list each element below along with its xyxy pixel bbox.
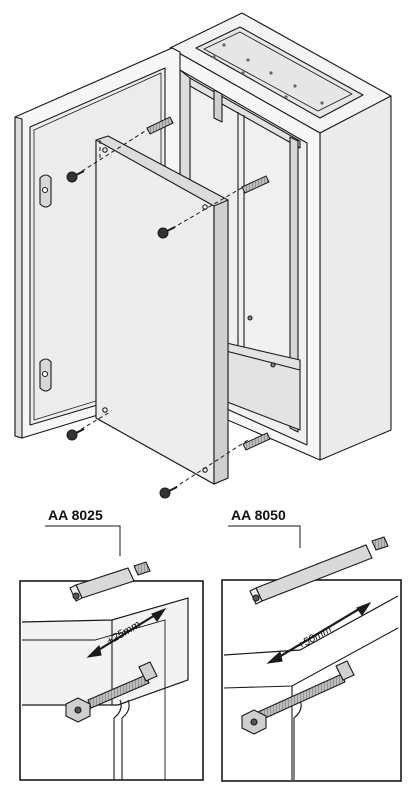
- mounting-plate: [95, 135, 229, 485]
- vent-screws: [212, 43, 324, 105]
- assembly-guide-lines: [74, 127, 249, 493]
- enclosure-illustration: [14, 12, 392, 485]
- mounting-screws: [66, 170, 178, 499]
- vent-cover: [195, 26, 364, 119]
- label-left-part: AA 8025: [48, 507, 103, 523]
- label-aa8050: AA 8050: [228, 507, 301, 548]
- cabinet-side: [319, 95, 392, 461]
- label-aa8025: AA 8025: [45, 507, 121, 556]
- label-right-part: AA 8050: [231, 507, 286, 523]
- detail-right: +50mm: [221, 536, 402, 782]
- door-latches: [39, 174, 52, 392]
- detail-left: +25mm: [19, 561, 204, 781]
- standoff-spacers: [146, 116, 271, 451]
